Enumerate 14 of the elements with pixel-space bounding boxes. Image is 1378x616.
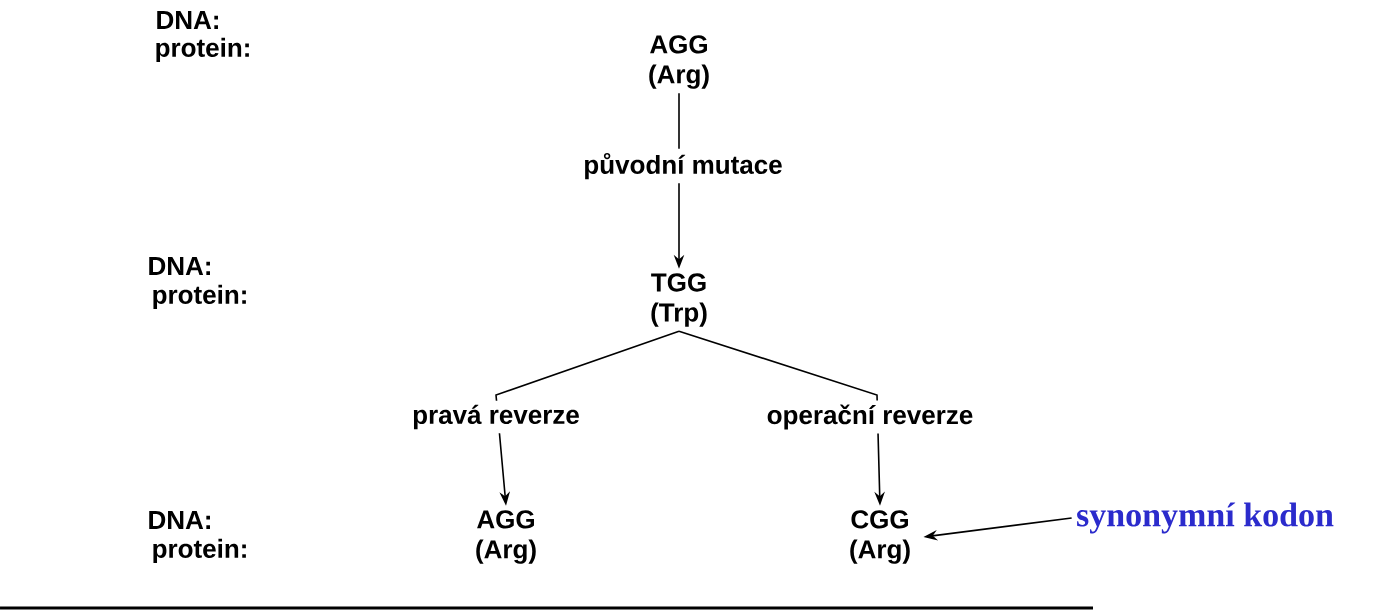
codon-label: AGG (Arg) <box>649 35 709 89</box>
annotation-text: synonymní kodon <box>1077 502 1334 534</box>
edge-label: operační reverze <box>762 400 978 434</box>
edge-label: pravá reverze <box>408 400 584 434</box>
row-label: DNA: <box>149 511 210 529</box>
row-label: DNA: <box>157 11 218 29</box>
row-label: protein: <box>156 37 249 63</box>
edge-label: původní mutace <box>579 148 787 184</box>
row-label: DNA: <box>149 257 210 275</box>
codon-label: TGG (Trp) <box>651 273 707 327</box>
codon-label: AGG (Arg) <box>476 510 536 564</box>
row-label: protein: <box>153 284 246 310</box>
codon-label: CGG (Arg) <box>850 510 910 564</box>
row-label: protein: <box>153 538 246 564</box>
